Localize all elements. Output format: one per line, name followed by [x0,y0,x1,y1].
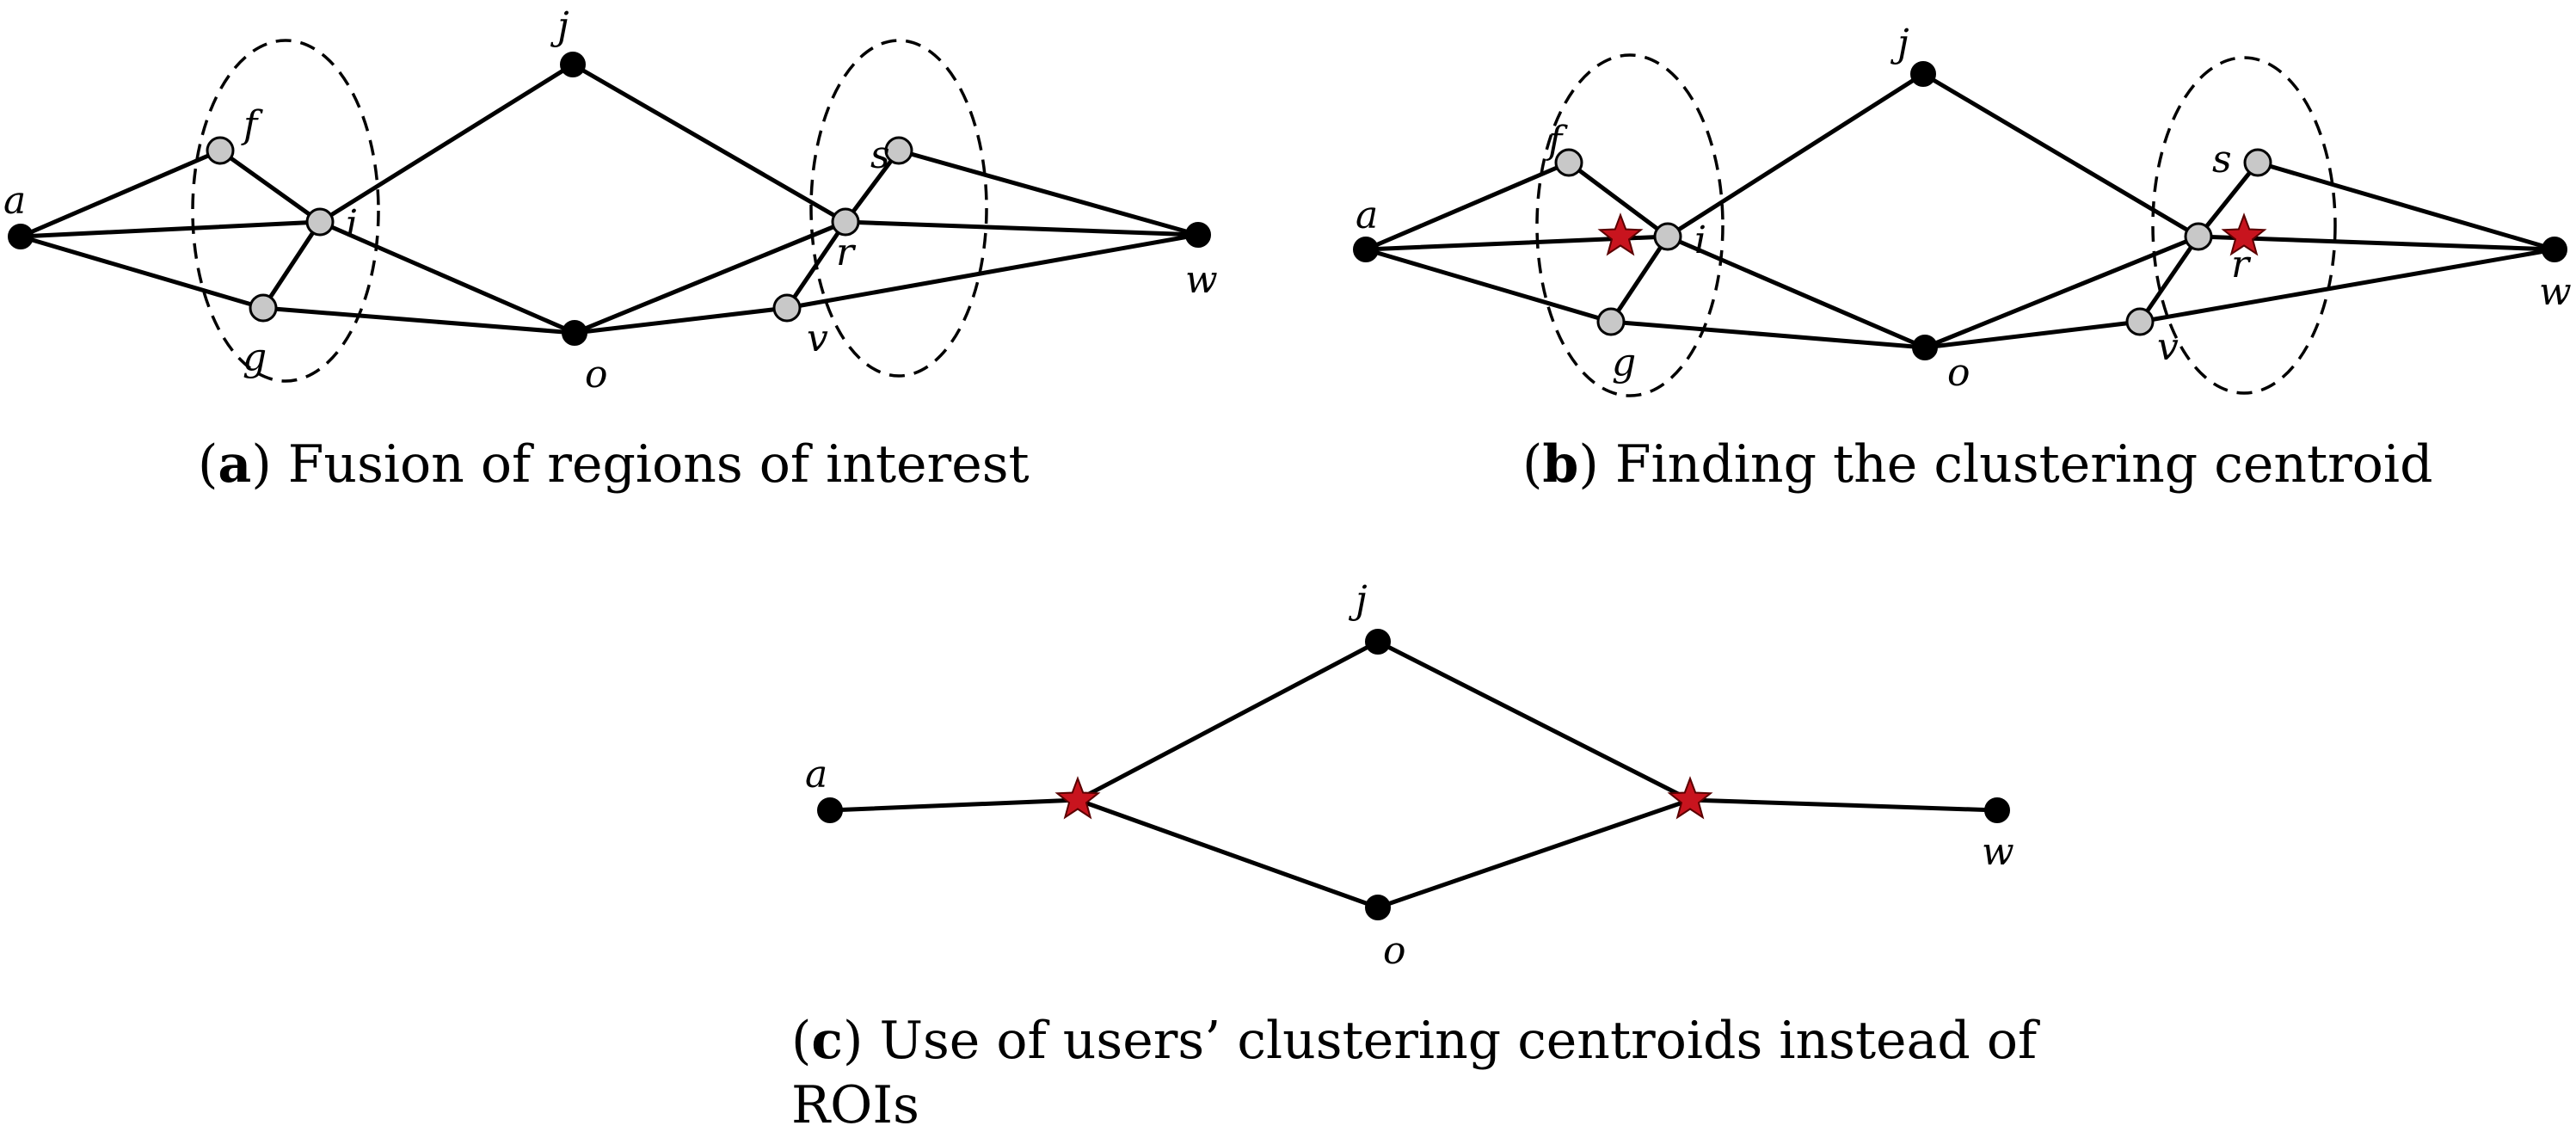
node-r [2184,222,2213,251]
node-label-a: a [3,179,26,223]
centroid-star-icon [1054,776,1101,820]
node-a [817,797,843,823]
node-f [1554,148,1583,177]
caption-c: (c) Use of users’ clustering centroids i… [791,1011,2040,1071]
edge-o-v [1922,319,2143,350]
edge-s-w [2255,160,2557,252]
edge-j-r [1921,71,2201,239]
edge-o-r [1922,234,2201,350]
node-a [1353,237,1379,262]
edge-j-c2 [1375,639,1693,803]
edge-c1-j [1075,639,1380,803]
node-label-o: o [1947,351,1970,395]
node-label-i: i [346,202,358,246]
caption-a: (a) Fusion of regions of interest [198,434,1030,495]
edge-a-f [18,148,223,239]
roi-region-1 [1535,53,1725,397]
centroid-star-icon [1597,212,1644,256]
node-label-s: s [2212,138,2232,181]
node-label-s: s [870,133,890,177]
edge-j-r [570,62,848,225]
edge-i-o [317,219,577,335]
edge-r-s [843,148,901,225]
edge-o-r [572,219,848,335]
node-o [1365,895,1391,920]
centroid-star-icon [2221,212,2267,256]
roi-region-2 [2151,56,2337,395]
edge-o-c2 [1375,797,1693,910]
roi-region-2 [809,39,988,378]
node-o [562,320,587,346]
edge-g-o [261,305,577,335]
node-g [249,293,278,323]
node-w [1984,797,2010,823]
node-label-g: g [243,335,267,379]
edge-r-v [2137,234,2201,324]
node-label-j: j [1348,578,1368,622]
node-s [884,136,913,165]
edge-f-i [1566,160,1670,239]
node-label-o: o [1383,929,1406,973]
caption-b: (b) Finding the clustering centroid [1522,434,2432,495]
edge-v-w [784,232,1201,311]
edge-r-s [2196,160,2260,239]
edge-v-w [2137,247,2557,324]
node-r [831,207,860,237]
centroid-star-icon [1667,776,1713,820]
edge-i-g [261,219,323,311]
edge-i-g [1608,234,1670,324]
edge-r-v [784,219,848,311]
edge-a-c1 [827,797,1080,813]
edge-s-w [896,148,1201,237]
node-g [1596,307,1626,336]
node-j [1910,61,1936,87]
node-label-w: w [1982,830,2014,874]
node-label-a: a [805,753,827,797]
node-label-j: j [1890,22,1909,65]
edge-g-o [1608,319,1927,350]
edge-c2-w [1688,797,2000,813]
node-s [2243,148,2272,177]
edge-r-w [843,219,1201,237]
node-label-v: v [807,317,828,360]
node-i [1653,222,1682,251]
edge-f-i [218,148,323,225]
edge-r-w [2196,234,2557,252]
edge-c1-o [1075,797,1380,910]
node-label-j: j [550,4,569,48]
node-label-v: v [2157,325,2179,369]
node-label-w: w [1185,258,1218,302]
node-f [206,136,235,165]
node-w [1185,222,1211,248]
node-label-r: r [836,231,857,274]
node-o [1912,335,1938,360]
node-j [1365,629,1391,655]
node-label-i: i [1694,218,1706,262]
node-label-o: o [585,353,608,397]
node-a [8,224,34,249]
edge-a-g [18,234,266,311]
node-i [305,207,335,237]
node-label-f: f [241,103,263,147]
caption-c-line2: ROIs [791,1075,919,1135]
node-label-w: w [2539,270,2572,314]
edge-a-f [1363,160,1571,252]
node-j [560,52,586,77]
edge-a-i [18,219,323,239]
edge-i-j [317,62,575,225]
edge-i-j [1665,71,1926,239]
node-w [2542,237,2567,262]
edge-o-v [572,305,790,335]
roi-region-1 [191,39,380,383]
panel-c: a j o w [805,578,2014,973]
node-label-g: g [1612,341,1636,384]
edge-i-o [1665,234,1927,350]
edge-a-g [1363,247,1614,324]
node-v [2125,307,2155,336]
node-label-a: a [1356,194,1378,237]
panel-a: a f i g j o s rv w [3,4,1218,397]
node-v [772,293,802,323]
